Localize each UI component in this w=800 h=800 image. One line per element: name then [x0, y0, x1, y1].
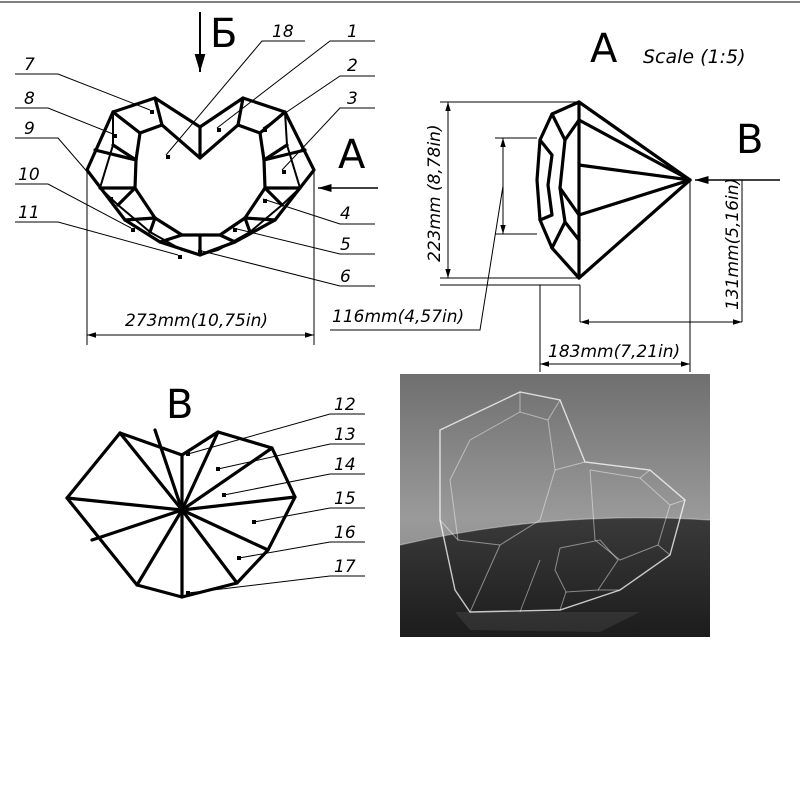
side-view [330, 100, 780, 372]
callout-7: 7 [24, 55, 35, 75]
view-arrow-label-top: Б [210, 11, 237, 57]
dimension-inner-height: 116mm(4,57in) [332, 307, 464, 327]
bottom-view-title: B [166, 382, 193, 428]
callout-13: 13 [334, 425, 356, 445]
callout-8: 8 [24, 89, 35, 109]
callout-17: 17 [334, 557, 356, 577]
callout-14: 14 [334, 455, 356, 475]
callout-10: 10 [18, 165, 40, 185]
dimension-depth: 183mm(7,21in) [548, 342, 680, 362]
dimension-width: 273mm(10,75in) [125, 311, 268, 331]
bottom-view [65, 413, 365, 599]
dimension-tip-height: 131mm(5,16in) [723, 178, 743, 310]
callout-16: 16 [334, 523, 356, 543]
callout-3: 3 [347, 89, 358, 109]
callout-11: 11 [18, 203, 40, 223]
callout-15: 15 [334, 489, 356, 509]
render-image [399, 374, 711, 637]
callout-2: 2 [347, 56, 358, 76]
front-view [15, 12, 378, 345]
callout-12: 12 [334, 395, 356, 415]
view-arrow-label-b: B [736, 117, 763, 163]
side-view-title: A [590, 26, 618, 72]
callout-18: 18 [272, 22, 294, 42]
callout-5: 5 [340, 235, 351, 255]
dimension-height: 223mm (8,78in) [425, 124, 445, 262]
callout-6: 6 [340, 267, 351, 287]
callout-4: 4 [340, 204, 351, 224]
callout-1: 1 [347, 22, 358, 42]
callout-9: 9 [24, 119, 35, 139]
scale-note: Scale (1:5) [643, 46, 746, 68]
labels: Б A A Scale (1:5) B B 1 2 3 4 5 6 7 8 9 … [18, 11, 763, 577]
view-arrow-label-a: A [338, 132, 366, 178]
